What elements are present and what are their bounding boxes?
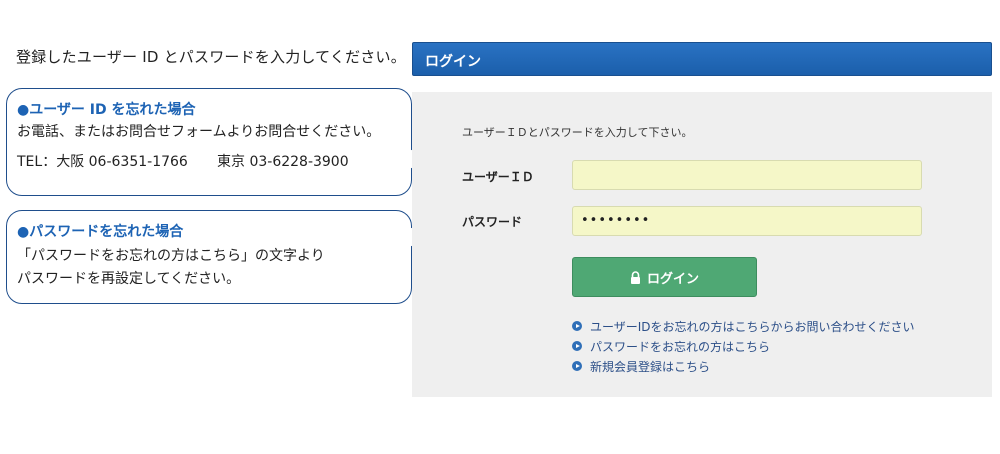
password-label: パスワード bbox=[462, 215, 523, 229]
login-button-label: ログイン bbox=[646, 271, 699, 287]
link-label: ユーザーIDをお忘れの方はこちらからお問い合わせください bbox=[590, 319, 915, 334]
tel-osaka: TEL：大阪 06-6351-1766 bbox=[17, 154, 188, 170]
password-input[interactable]: •••••••• bbox=[572, 206, 922, 236]
link-forgot-user-id[interactable]: ユーザーIDをお忘れの方はこちらからお問い合わせください bbox=[572, 316, 915, 336]
login-instruction: ユーザーＩＤとパスワードを入力して下さい。 bbox=[462, 126, 693, 139]
callout-text: お電話、またはお問合せフォームよりお問合せください。 bbox=[17, 124, 381, 140]
user-id-label: ユーザーＩＤ bbox=[462, 170, 534, 184]
user-id-input[interactable] bbox=[572, 160, 922, 190]
callout-title: ●ユーザー ID を忘れた場合 bbox=[17, 102, 196, 118]
arrow-circle-icon bbox=[572, 361, 582, 371]
login-button[interactable]: ログイン bbox=[572, 257, 757, 297]
login-panel-header: ログイン bbox=[412, 42, 992, 76]
callout-text: 「パスワードをお忘れの方はこちら」の文字より bbox=[17, 248, 325, 264]
arrow-circle-icon bbox=[572, 321, 582, 331]
tel-tokyo: 東京 03-6228-3900 bbox=[217, 154, 349, 170]
arrow-circle-icon bbox=[572, 341, 582, 351]
link-register[interactable]: 新規会員登録はこちら bbox=[572, 356, 915, 376]
lock-icon bbox=[630, 270, 640, 284]
help-links: ユーザーIDをお忘れの方はこちらからお問い合わせください パスワードをお忘れの方… bbox=[572, 316, 915, 376]
link-label: パスワードをお忘れの方はこちら bbox=[590, 339, 771, 354]
callout-title: ●パスワードを忘れた場合 bbox=[17, 224, 184, 240]
callout-forgot-password: ●パスワードを忘れた場合 「パスワードをお忘れの方はこちら」の文字より パスワー… bbox=[6, 210, 451, 304]
callout-forgot-user-id: ●ユーザー ID を忘れた場合 お電話、またはお問合せフォームよりお問合せくださ… bbox=[6, 88, 451, 196]
callout-text: パスワードを再設定してください。 bbox=[17, 271, 241, 287]
link-forgot-password[interactable]: パスワードをお忘れの方はこちら bbox=[572, 336, 915, 356]
login-panel: ユーザーＩＤとパスワードを入力して下さい。 ユーザーＩＤ パスワード •••••… bbox=[412, 92, 992, 397]
intro-text: 登録したユーザー ID とパスワードを入力してください。 bbox=[16, 48, 406, 66]
link-label: 新規会員登録はこちら bbox=[590, 359, 711, 374]
login-panel-title: ログイン bbox=[425, 54, 481, 70]
